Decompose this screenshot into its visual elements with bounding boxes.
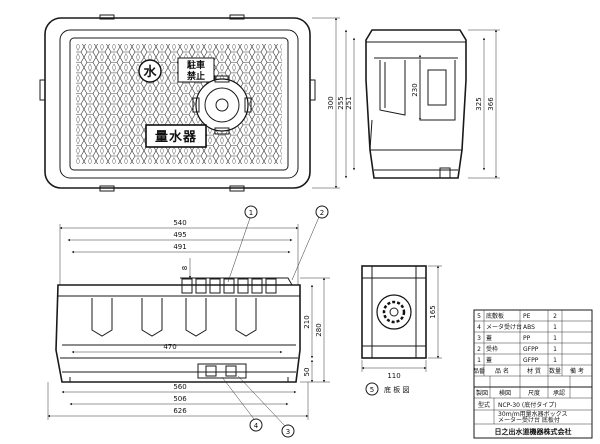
parts-row-qty: 1 (553, 346, 557, 353)
section-caption: 底 板 図 (384, 385, 409, 394)
front-dim-8: 8 (181, 266, 189, 270)
top-dim-251: 251 (345, 96, 353, 109)
side-dim-230: 230 (411, 83, 419, 96)
callout-1: 1 (249, 209, 253, 217)
parts-row-no: 2 (477, 346, 481, 353)
callout-2-circle (315, 205, 329, 219)
parts-row-name: メータ受け台 (486, 323, 522, 331)
callout-4-circle (249, 418, 263, 432)
section-dim-height: 165 (429, 305, 437, 318)
lid-ribs (181, 278, 277, 294)
side-dim-325: 325 (475, 97, 483, 110)
front-dim-50: 50 (303, 368, 311, 377)
parts-header: 品 名 (495, 367, 509, 375)
hinge-tab (99, 14, 115, 20)
callout-3-circle (281, 424, 295, 438)
company-name: 日之出水道機器株式会社 (495, 427, 572, 436)
parts-row-no: 1 (477, 357, 481, 364)
top-dim-255: 255 (337, 96, 345, 109)
parts-row-no: 3 (477, 335, 481, 342)
bottom-plate-view: 110 165 5 底 板 図 (361, 265, 442, 396)
top-view-frame-inner (59, 29, 299, 179)
title-footer-label: 検図 (499, 389, 511, 397)
top-view-frame-outer (44, 17, 311, 189)
top-view: 水 駐車 禁止 量水器 300 255 251 (39, 14, 356, 192)
side-lug (39, 79, 46, 101)
hinge-tab (99, 185, 115, 192)
parts-row-name: 蓋 (486, 356, 492, 364)
drain-hole-inner (382, 300, 406, 324)
title-footer-label: 尺度 (528, 389, 540, 397)
front-dim-491: 491 (173, 243, 186, 251)
side-dim-366: 366 (487, 97, 495, 111)
parts-table: 5 底敷板 PE 2 4 メータ受け台 ABS 1 3 蓋 PP 1 2 受枠 … (473, 309, 593, 439)
parts-row-material: PP (523, 335, 531, 342)
hinge-tab (229, 14, 245, 20)
front-view: 540 495 491 470 (47, 205, 330, 438)
description-line1: 30ｍ/ｍ用量水器ボックス (498, 410, 567, 418)
warning-label-line2: 禁止 (187, 70, 205, 82)
meter-tab (244, 97, 252, 113)
parts-row-qty: 1 (553, 324, 557, 331)
parts-row-name: 底敷板 (486, 312, 504, 320)
lid-nameplate-text: 量水器 (155, 129, 197, 145)
meter-tab (214, 127, 230, 135)
front-dim-626: 626 (173, 407, 187, 415)
parts-row-name: 蓋 (486, 334, 492, 342)
parts-header: 数量 (549, 367, 561, 375)
front-dim-506: 506 (173, 395, 187, 403)
warning-label-box (177, 57, 215, 83)
callout-3: 3 (286, 428, 290, 436)
front-dim-470: 470 (163, 343, 176, 351)
front-dim-280: 280 (315, 323, 323, 336)
callout-4: 4 (254, 422, 259, 430)
parts-row-material: GFPP (523, 346, 539, 353)
model-value: NCP-30 (底付タイプ) (498, 401, 557, 409)
meter-tab (192, 97, 200, 113)
parts-row-material: PE (523, 313, 531, 320)
side-view: 230 325 366 (365, 29, 500, 179)
parts-row-name: 受枠 (486, 345, 498, 353)
title-footer-label: 承認 (553, 389, 565, 397)
meter-opening-outer (195, 78, 249, 132)
parts-row-qty: 1 (553, 335, 557, 342)
lid-nameplate (145, 124, 207, 148)
front-dim-495: 495 (173, 231, 186, 239)
description-line2: メーター受け台 底板付 (498, 416, 560, 424)
top-view-lid (69, 37, 289, 171)
meter-opening-inner (204, 87, 240, 123)
title-footer-label: 製図 (476, 389, 488, 397)
parts-row-material: ABS (523, 324, 535, 331)
warning-label-line1: 駐車 (187, 59, 205, 71)
hinge-tab (229, 185, 245, 192)
parts-header: 材 質 (527, 367, 541, 375)
front-dim-210: 210 (303, 315, 311, 328)
parts-row-no: 5 (477, 313, 481, 320)
model-label: 型式 (478, 401, 490, 409)
parts-header: 品番 (473, 368, 485, 375)
lid-badge-symbol: 水 (143, 64, 157, 80)
parts-row-material: GFPP (523, 357, 539, 364)
meter-base (197, 363, 247, 379)
side-lug (309, 79, 316, 101)
lid-badge-circle (138, 59, 162, 83)
parts-row-no: 4 (477, 324, 481, 331)
callout-1-circle (244, 205, 258, 219)
parts-header: 備 考 (570, 367, 584, 375)
section-number: 5 (370, 386, 374, 394)
front-dim-540: 540 (173, 219, 186, 227)
top-dim-300: 300 (327, 96, 335, 109)
section-dim-width: 110 (387, 372, 400, 380)
callout-2: 2 (320, 209, 324, 217)
meter-tab (214, 75, 230, 83)
section-number-circle (365, 382, 379, 396)
parts-row-qty: 1 (553, 357, 557, 364)
front-dim-560: 560 (173, 383, 186, 391)
meter-opening-core (215, 98, 229, 112)
parts-row-qty: 2 (553, 313, 557, 320)
